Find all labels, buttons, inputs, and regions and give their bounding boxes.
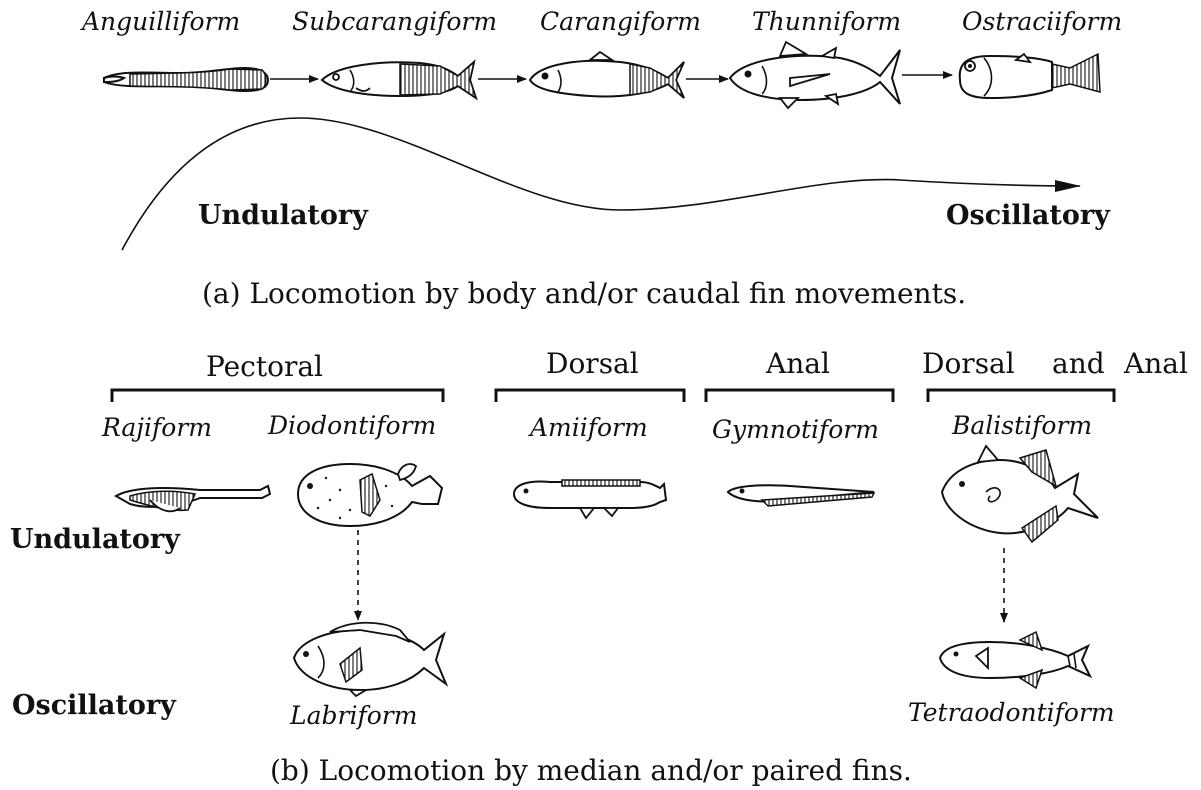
thunniform-fish-icon — [730, 42, 900, 108]
group-pectoral-label: Pectoral — [206, 350, 323, 383]
label-subcarangiform: Subcarangiform — [292, 7, 497, 36]
label-thunniform: Thunniform — [752, 7, 901, 36]
row-label-oscillatory: Oscillatory — [12, 690, 177, 721]
row-label-undulatory: Undulatory — [10, 524, 181, 555]
subcarangiform-fish-icon — [322, 62, 476, 98]
group-dorsal-label: Dorsal — [546, 347, 639, 380]
part-b-caption: (b) Locomotion by median and/or paired f… — [270, 754, 912, 787]
label-tetraodontiform: Tetraodontiform — [908, 698, 1115, 727]
label-rajiform: Rajiform — [101, 413, 212, 442]
label-diodontiform: Diodontiform — [267, 411, 436, 440]
part-b: Pectoral Dorsal Anal Dorsal and Anal Raj… — [10, 347, 1188, 787]
balistiform-fish-icon — [942, 446, 1098, 542]
part-a-caption: (a) Locomotion by body and/or caudal fin… — [202, 277, 966, 310]
tetraodontiform-fish-icon — [940, 632, 1090, 688]
part-a-oscillatory-label: Oscillatory — [946, 200, 1111, 231]
label-carangiform: Carangiform — [540, 7, 701, 36]
label-labriform: Labriform — [289, 701, 417, 730]
anal-bracket — [706, 390, 893, 402]
group-dorsal-and-anal-label-anal: Anal — [1123, 347, 1188, 380]
ostraciiform-fish-icon — [960, 54, 1100, 98]
diodontiform-fish-icon — [298, 464, 442, 526]
group-anal-label: Anal — [765, 347, 830, 380]
part-a-undulatory-label: Undulatory — [198, 200, 369, 231]
group-dorsal-and-anal-label-dorsal: Dorsal — [922, 347, 1015, 380]
amiiform-fish-icon — [514, 480, 666, 518]
pectoral-bracket — [112, 390, 443, 402]
label-gymnotiform: Gymnotiform — [712, 415, 879, 444]
gymnotiform-fish-icon — [728, 485, 874, 506]
label-amiiform: Amiiform — [528, 413, 648, 442]
anguilliform-fish-icon — [104, 68, 268, 91]
labriform-fish-icon — [294, 623, 446, 696]
label-anguilliform: Anguilliform — [80, 7, 240, 36]
dorsal-bracket — [496, 390, 684, 402]
rajiform-fish-icon — [116, 486, 270, 511]
carangiform-fish-icon — [530, 52, 684, 98]
label-balistiform: Balistiform — [951, 411, 1092, 440]
dorsal-and-anal-bracket — [928, 390, 1114, 402]
group-dorsal-and-anal-label-and: and — [1052, 347, 1105, 380]
label-ostraciiform: Ostraciiform — [962, 7, 1122, 36]
part-a: Anguilliform Subcarangiform Carangiform … — [80, 7, 1122, 310]
